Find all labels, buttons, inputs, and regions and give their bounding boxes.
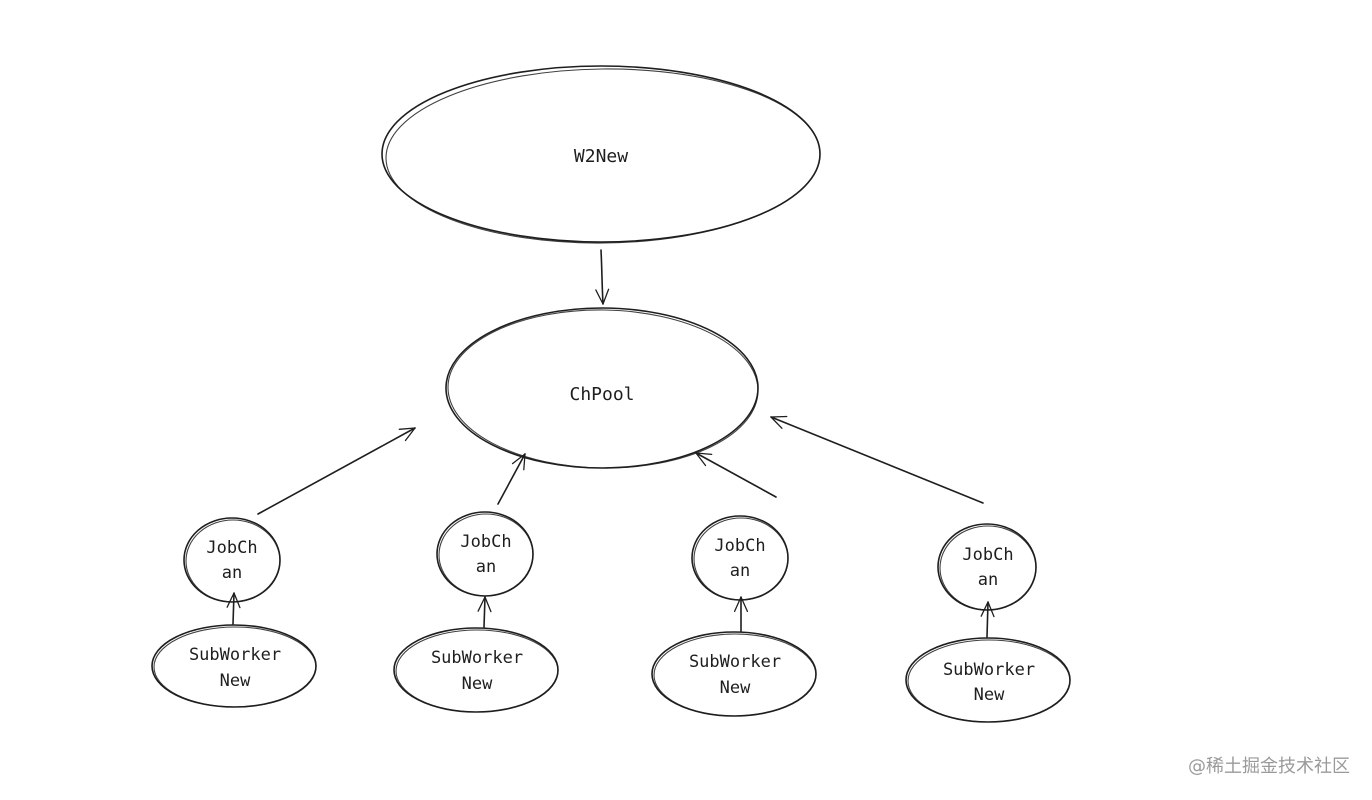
node-subworker-3-line2: New [720, 678, 751, 698]
node-subworker-1-line1: SubWorker [189, 645, 281, 665]
edge-jobchan-3-to-chpool [695, 452, 777, 498]
node-w2new: W2New [381, 65, 821, 244]
node-subworker-4: SubWorker New [905, 637, 1071, 723]
watermark: @稀土掘金技术社区 [1188, 756, 1350, 777]
node-chpool-label: ChPool [569, 384, 634, 405]
node-subworker-1: SubWorker New [151, 624, 317, 708]
node-subworker-4-line2: New [974, 685, 1005, 705]
node-jobchan-4-line2: an [978, 570, 998, 590]
node-jobchan-4: JobCh an [937, 523, 1037, 611]
node-subworker-2-line1: SubWorker [431, 648, 523, 668]
edge-w2new-to-chpool [595, 249, 610, 305]
node-jobchan-2-line1: JobCh [460, 532, 511, 552]
node-jobchan-3-line1: JobCh [714, 536, 765, 556]
node-subworker-2: SubWorker New [393, 627, 559, 713]
node-w2new-label: W2New [574, 146, 628, 167]
edge-jobchan-4-to-chpool [770, 415, 984, 504]
node-subworker-3-line1: SubWorker [689, 652, 781, 672]
node-subworker-4-line1: SubWorker [943, 660, 1035, 680]
node-jobchan-2-line2: an [476, 557, 496, 577]
node-jobchan-3: JobCh an [691, 515, 789, 601]
edge-subworker-4-to-jobchan-4 [980, 601, 995, 638]
node-jobchan-4-line1: JobCh [962, 545, 1013, 565]
edge-subworker-1-to-jobchan-1 [226, 592, 241, 625]
node-subworker-1-line2: New [220, 671, 251, 691]
edge-jobchan-2-to-chpool [497, 453, 526, 505]
node-chpool: ChPool [445, 307, 759, 469]
node-subworker-2-line2: New [462, 674, 493, 694]
node-subworker-3: SubWorker New [651, 631, 817, 717]
edge-jobchan-1-to-chpool [257, 427, 416, 515]
node-jobchan-1-line2: an [222, 563, 242, 583]
node-jobchan-1: JobCh an [183, 517, 281, 603]
edge-subworker-2-to-jobchan-2 [477, 596, 492, 628]
node-jobchan-3-line2: an [730, 561, 750, 581]
node-jobchan-1-line1: JobCh [206, 538, 257, 558]
node-jobchan-2: JobCh an [436, 511, 534, 597]
